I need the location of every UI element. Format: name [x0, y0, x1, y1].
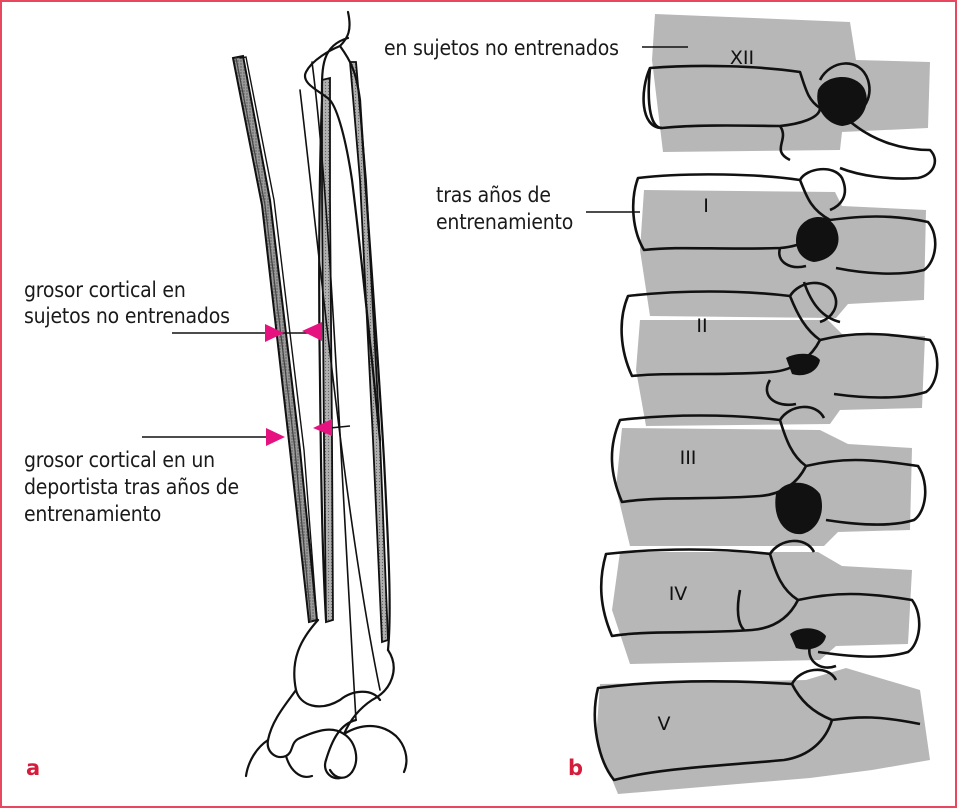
vertebra-label-iv: IV: [669, 583, 688, 605]
label-untrained-cortex-line2: sujetos no entrenados: [24, 302, 230, 330]
vertebra-label-ii: II: [696, 315, 707, 337]
vertebra-label-iii: III: [680, 447, 697, 469]
right-bone-cortex-outer: [350, 62, 388, 642]
arrow-trained-left: [266, 428, 285, 446]
vertebra-label-v: V: [658, 713, 671, 735]
vertebra-label-xii: XII: [730, 47, 754, 69]
label-trained-vertebrae-line1: tras años de: [436, 181, 551, 209]
forearm-bones: [233, 12, 406, 778]
panel-letter-a: a: [26, 756, 40, 780]
label-trained-cortex-line1: grosor cortical en un: [24, 446, 215, 474]
label-trained-cortex-line3: entrenamiento: [24, 500, 161, 528]
vertebra-label-i: I: [703, 195, 709, 217]
label-trained-vertebrae-line2: entrenamiento: [436, 208, 573, 236]
cortex-arrows: [265, 322, 332, 446]
panel-letter-b: b: [568, 756, 583, 780]
label-untrained-vertebrae: en sujetos no entrenados: [384, 34, 619, 62]
arrow-untrained-right: [302, 322, 322, 341]
label-untrained-cortex-line1: grosor cortical en: [24, 276, 186, 304]
left-bone-cortex: [233, 56, 317, 622]
label-trained-cortex-line2: deportista tras años de: [24, 473, 239, 501]
vertebrae-shadow: [596, 14, 930, 794]
arrow-trained-right: [313, 419, 332, 436]
